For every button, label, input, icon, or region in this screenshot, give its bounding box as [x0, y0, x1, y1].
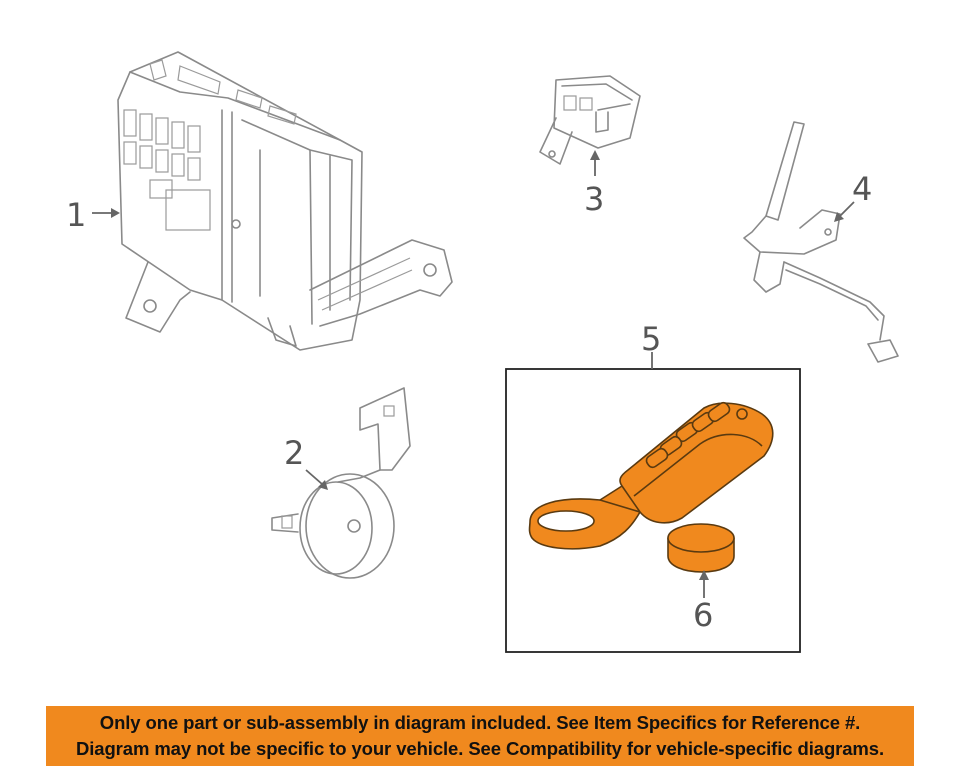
- callout-3: 3: [584, 180, 604, 218]
- callout-1: 1: [66, 196, 86, 234]
- callout-2: 2: [284, 434, 304, 472]
- disclaimer-banner: Only one part or sub-assembly in diagram…: [46, 706, 914, 766]
- key-fob-assembly-box: [505, 368, 801, 653]
- parts-diagram: 1 2 3 4 5 6: [66, 51, 899, 653]
- callout-4: 4: [852, 170, 872, 208]
- horn-part: [271, 387, 411, 579]
- body-control-module-part: [117, 51, 453, 351]
- callout-6: 6: [693, 596, 713, 634]
- antenna-part: [743, 121, 899, 363]
- disclaimer-line-2: Diagram may not be specific to your vehi…: [75, 738, 885, 759]
- leader-lines: [92, 150, 855, 598]
- disclaimer-line-1: Only one part or sub-assembly in diagram…: [99, 712, 861, 733]
- callout-5: 5: [641, 320, 661, 358]
- sensor-bracket-part: [539, 75, 641, 165]
- key-fob-part: [528, 401, 774, 550]
- battery-part: [667, 523, 735, 573]
